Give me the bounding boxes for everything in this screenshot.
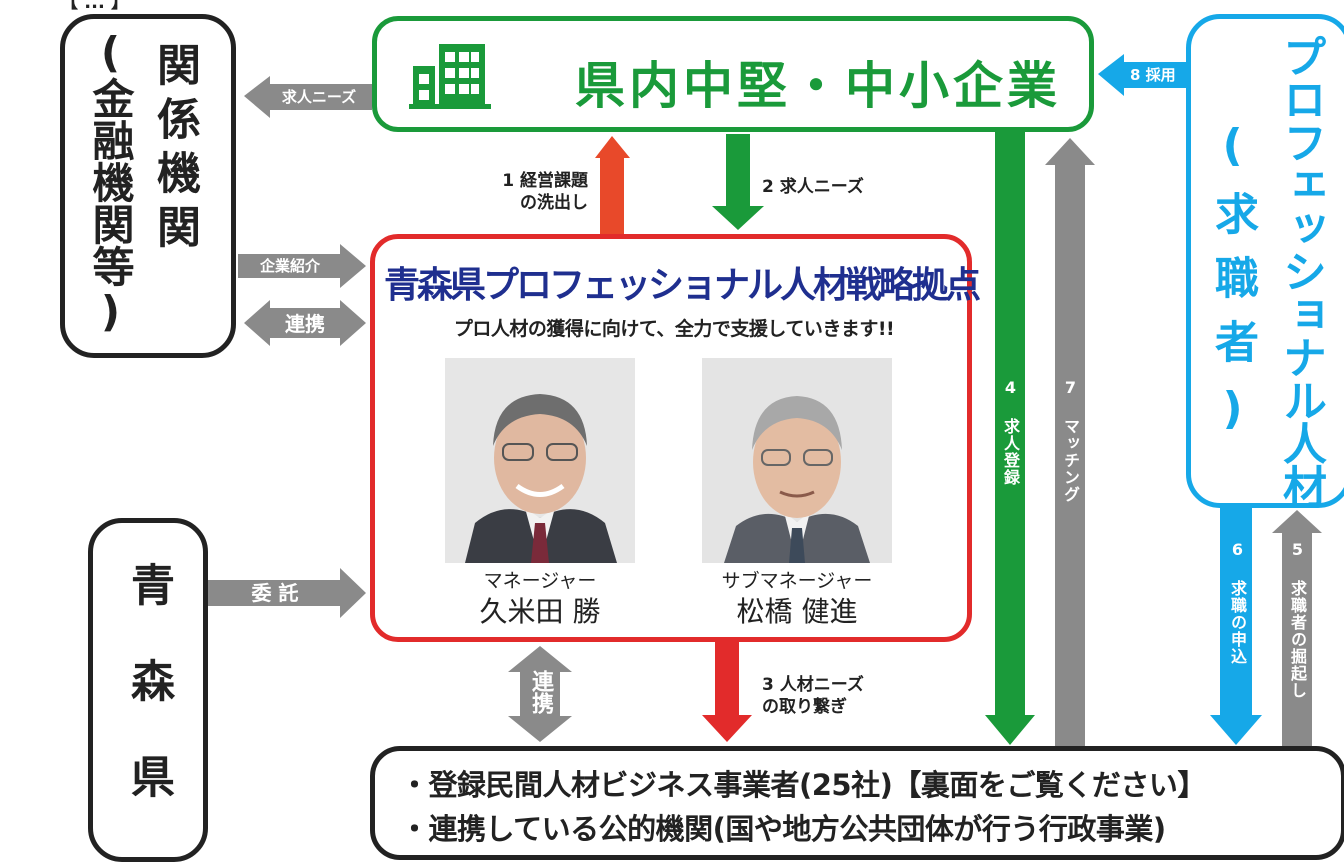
top-cut-text: 【 ... 】 <box>60 0 130 13</box>
arrow-6-shaft <box>1220 506 1252 720</box>
aomori-title: 青森県 <box>123 562 174 850</box>
related-orgs-box <box>60 14 236 358</box>
prof-box <box>1186 14 1344 508</box>
related-orgs-subtitle: (金融機関等) <box>86 28 135 336</box>
arrow-5-head <box>1272 510 1322 533</box>
arrow-coop-vertical <box>508 646 572 742</box>
label-coop-vertical: 連携 <box>528 670 553 714</box>
arrow-needs-left <box>244 76 372 118</box>
label-arrow-6: 6 求職の申込 <box>1228 540 1247 665</box>
label-coop: 連携 <box>285 312 325 336</box>
arrow-7-shaft <box>1055 163 1085 748</box>
related-orgs-title: 関係機関 <box>149 42 200 258</box>
label-arrow-5: 5 求職者の掘起し <box>1288 540 1307 699</box>
arrow-7-head <box>1045 138 1095 165</box>
bottom-line-1: ・登録民間人材ビジネス事業者(25社)【裏面をご覧ください】 <box>400 768 1206 802</box>
manager-role: マネージャー <box>483 570 597 592</box>
label-intro: 企業紹介 <box>259 257 320 275</box>
arrow-8 <box>1098 54 1190 96</box>
label-arrow-1: 1 経営課題 の洗出し <box>502 171 588 213</box>
companies-title: 県内中堅・中小企業 <box>575 57 1061 115</box>
photo-submanager <box>702 358 892 563</box>
hub-title: 青森県プロフェッショナル人材戦略拠点 <box>384 265 981 306</box>
submanager-role: サブマネージャー <box>721 570 873 592</box>
submanager-name: 松橋 健進 <box>736 595 858 628</box>
label-commission: 委 託 <box>251 581 299 605</box>
arrow-5-shaft <box>1282 531 1312 748</box>
label-arrow-4: 4 求人登録 <box>1001 378 1020 486</box>
label-arrow-2: 2 求人ニーズ <box>762 177 864 197</box>
arrow-coop-double <box>244 300 366 346</box>
photo-manager <box>445 358 635 563</box>
building-icon <box>407 40 493 110</box>
label-arrow-3: 3 人材ニーズ の取り繋ぎ <box>762 675 864 717</box>
manager-name: 久米田 勝 <box>479 595 601 628</box>
label-arrow-7: 7 マッチング <box>1061 378 1080 503</box>
arrow-intro-right <box>238 244 366 288</box>
arrow-6-head <box>1210 715 1262 745</box>
arrow-2-head <box>712 206 764 230</box>
arrow-3-head <box>702 715 752 742</box>
arrow-4-shaft <box>995 130 1025 720</box>
arrow-commission-right <box>208 568 366 618</box>
hub-subtitle: プロ人材の獲得に向けて、全力で支援していきます!! <box>453 318 895 340</box>
arrow-1-shaft <box>600 156 624 238</box>
label-needs: 求人ニーズ <box>281 88 357 106</box>
prof-title: プロフェッショナル人材 <box>1275 34 1326 507</box>
companies-box <box>372 16 1094 132</box>
arrow-2-shaft <box>726 134 750 214</box>
bottom-line-2: ・連携している公的機関(国や地方公共団体が行う行政事業) <box>400 812 1166 846</box>
arrow-3-shaft <box>715 640 739 720</box>
label-arrow-8: 8 採用 <box>1130 66 1176 84</box>
prof-subtitle: (求職者) <box>1207 120 1258 454</box>
arrow-4-head <box>985 715 1035 745</box>
arrow-1-up <box>595 136 630 158</box>
